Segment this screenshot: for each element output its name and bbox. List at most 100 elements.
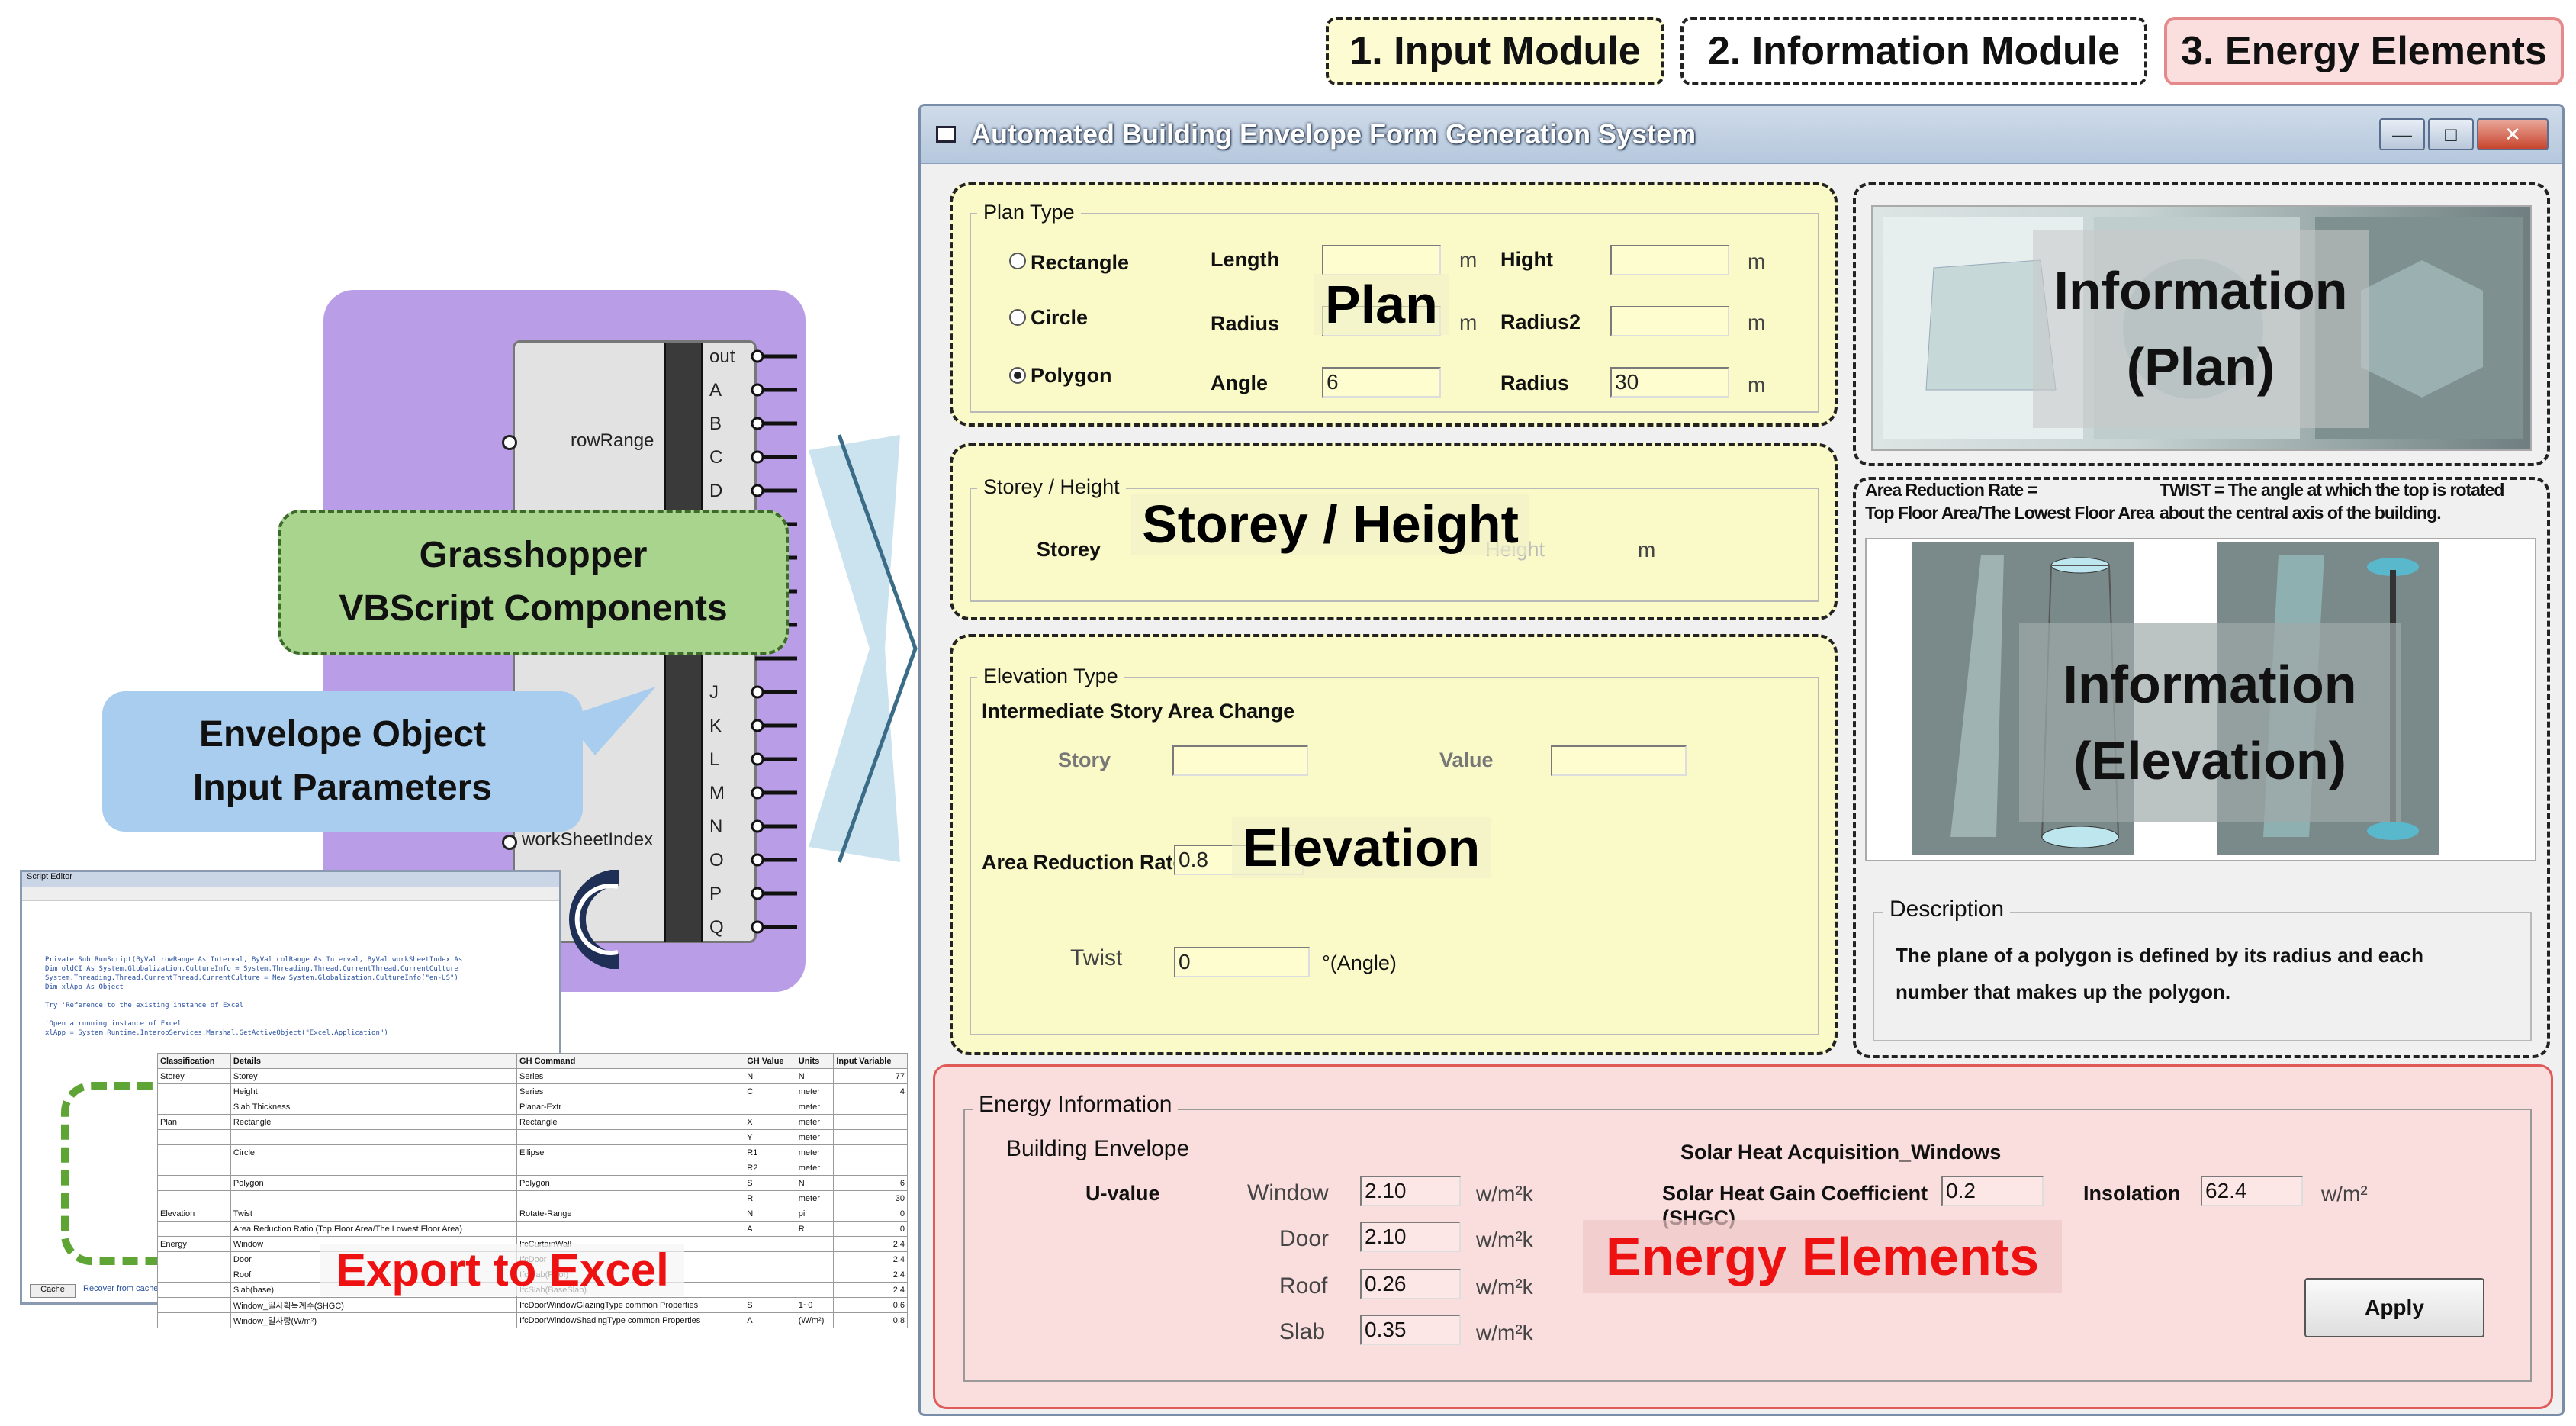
storey-overlay-label: Storey / Height bbox=[1131, 494, 1529, 555]
rectangle-radio[interactable] bbox=[1009, 253, 1026, 269]
table-cell: 0 bbox=[833, 1221, 908, 1237]
table-cell: 30 bbox=[833, 1190, 908, 1206]
table-cell: Elevation bbox=[157, 1206, 231, 1222]
info-elevation-line-1: Information bbox=[2063, 655, 2357, 714]
roof-unit: w/m²k bbox=[1476, 1275, 1533, 1299]
table-cell: Rotate-Range bbox=[516, 1206, 745, 1222]
table-cell bbox=[516, 1160, 745, 1176]
worksheetindex-port-dot[interactable] bbox=[502, 835, 517, 850]
polygon-radius-unit: m bbox=[1748, 373, 1766, 397]
table-cell: Twist bbox=[230, 1206, 518, 1222]
recover-button[interactable]: Recover from cache bbox=[83, 1284, 159, 1293]
insolation-label: Insolation bbox=[2083, 1182, 2181, 1205]
script-editor-toolbar bbox=[22, 887, 559, 901]
table-cell bbox=[157, 1297, 231, 1313]
table-cell: meter bbox=[795, 1099, 835, 1115]
table-cell: A bbox=[744, 1221, 796, 1237]
rowrange-port-dot[interactable] bbox=[502, 435, 517, 450]
table-cell bbox=[230, 1190, 518, 1206]
hight-label: Hight bbox=[1500, 248, 1553, 271]
table-cell: Height bbox=[230, 1083, 518, 1099]
table-cell: X bbox=[744, 1114, 796, 1130]
header-cell: Input Variable bbox=[833, 1053, 908, 1069]
intermediate-label: Intermediate Story Area Change bbox=[982, 700, 1295, 723]
envelope-bubble: Envelope Object Input Parameters bbox=[102, 691, 583, 832]
apply-button[interactable]: Apply bbox=[2304, 1278, 2484, 1337]
hight-input[interactable] bbox=[1610, 245, 1729, 275]
minimize-button[interactable]: — bbox=[2379, 118, 2425, 150]
table-cell: R bbox=[744, 1190, 796, 1206]
table-cell bbox=[157, 1282, 231, 1298]
polygon-radius-input[interactable]: 30 bbox=[1610, 367, 1729, 398]
header-cell: GH Command bbox=[516, 1053, 745, 1069]
table-cell: 2.4 bbox=[833, 1236, 908, 1252]
circle-label[interactable]: Circle bbox=[1031, 306, 1089, 329]
table-cell bbox=[230, 1160, 518, 1176]
info-note-left-1: Area Reduction Rate = bbox=[1865, 480, 2037, 500]
polygon-radio[interactable] bbox=[1009, 367, 1026, 384]
script-code-area[interactable]: Private Sub RunScript(ByVal rowRange As … bbox=[45, 956, 556, 1254]
hight-unit: m bbox=[1748, 249, 1766, 273]
window-uvalue-input[interactable]: 2.10 bbox=[1360, 1176, 1461, 1206]
slab-uvalue-input[interactable]: 0.35 bbox=[1360, 1315, 1461, 1345]
roof-uvalue-input[interactable]: 0.26 bbox=[1360, 1269, 1461, 1299]
table-cell bbox=[833, 1114, 908, 1130]
story-input[interactable] bbox=[1172, 745, 1308, 776]
table-cell: 77 bbox=[833, 1068, 908, 1084]
info-elevation-zone bbox=[1853, 477, 2550, 1058]
info-plan-zone bbox=[1853, 182, 2550, 466]
code-line: 'Open a running instance of Excel bbox=[45, 1020, 182, 1028]
header-cell: Classification bbox=[157, 1053, 231, 1069]
twist-input[interactable]: 0 bbox=[1174, 947, 1310, 977]
door-uvalue-input[interactable]: 2.10 bbox=[1360, 1222, 1461, 1252]
table-cell: Storey bbox=[230, 1068, 518, 1084]
table-cell bbox=[157, 1267, 231, 1283]
info-plan-overlay: Information (Plan) bbox=[2033, 230, 2369, 428]
window-title: Automated Building Envelope Form Generat… bbox=[971, 118, 1696, 150]
table-cell: Storey bbox=[157, 1068, 231, 1084]
output-m: M bbox=[709, 783, 725, 803]
circle-radio[interactable] bbox=[1009, 309, 1026, 326]
table-cell bbox=[516, 1190, 745, 1206]
output-k: K bbox=[709, 716, 722, 736]
table-cell: R1 bbox=[744, 1144, 796, 1160]
value-input[interactable] bbox=[1551, 745, 1687, 776]
maximize-button[interactable]: □ bbox=[2428, 118, 2474, 150]
height-unit: m bbox=[1638, 538, 1656, 562]
plan-overlay-label: Plan bbox=[1314, 274, 1449, 335]
table-row: Area Reduction Ratio (Top Floor Area/The… bbox=[157, 1221, 908, 1237]
output-wires bbox=[751, 349, 797, 934]
insolation-input[interactable]: 62.4 bbox=[2201, 1176, 2303, 1206]
tag-input-module: 1. Input Module bbox=[1326, 17, 1664, 85]
storey-group bbox=[970, 488, 1819, 602]
plan-type-group bbox=[970, 213, 1819, 413]
table-cell: C bbox=[744, 1083, 796, 1099]
plan-type-label: Plan Type bbox=[977, 201, 1081, 224]
table-cell bbox=[516, 1129, 745, 1145]
polygon-label[interactable]: Polygon bbox=[1031, 364, 1112, 387]
cache-button[interactable]: Cache bbox=[30, 1284, 76, 1298]
table-cell bbox=[744, 1251, 796, 1267]
rowrange-input: rowRange bbox=[571, 430, 654, 451]
window-label: Window bbox=[1247, 1180, 1329, 1206]
table-cell: Rectangle bbox=[230, 1114, 518, 1130]
angle-input[interactable]: 6 bbox=[1322, 367, 1441, 398]
shgc-input[interactable]: 0.2 bbox=[1941, 1176, 2044, 1206]
header-cell: GH Value bbox=[744, 1053, 796, 1069]
table-cell: 1~0 bbox=[795, 1297, 835, 1313]
radius2-input[interactable] bbox=[1610, 306, 1729, 336]
table-cell bbox=[833, 1144, 908, 1160]
table-cell: 0.8 bbox=[833, 1312, 908, 1328]
table-cell bbox=[744, 1236, 796, 1252]
close-button[interactable]: ✕ bbox=[2477, 118, 2549, 150]
table-cell: meter bbox=[795, 1190, 835, 1206]
rectangle-label[interactable]: Rectangle bbox=[1031, 251, 1130, 274]
grasshopper-label: Grasshopper VBScript Components bbox=[278, 510, 789, 655]
table-cell: Plan bbox=[157, 1114, 231, 1130]
code-line: Dim xlApp As Object bbox=[45, 983, 124, 991]
length-input[interactable] bbox=[1322, 245, 1441, 275]
